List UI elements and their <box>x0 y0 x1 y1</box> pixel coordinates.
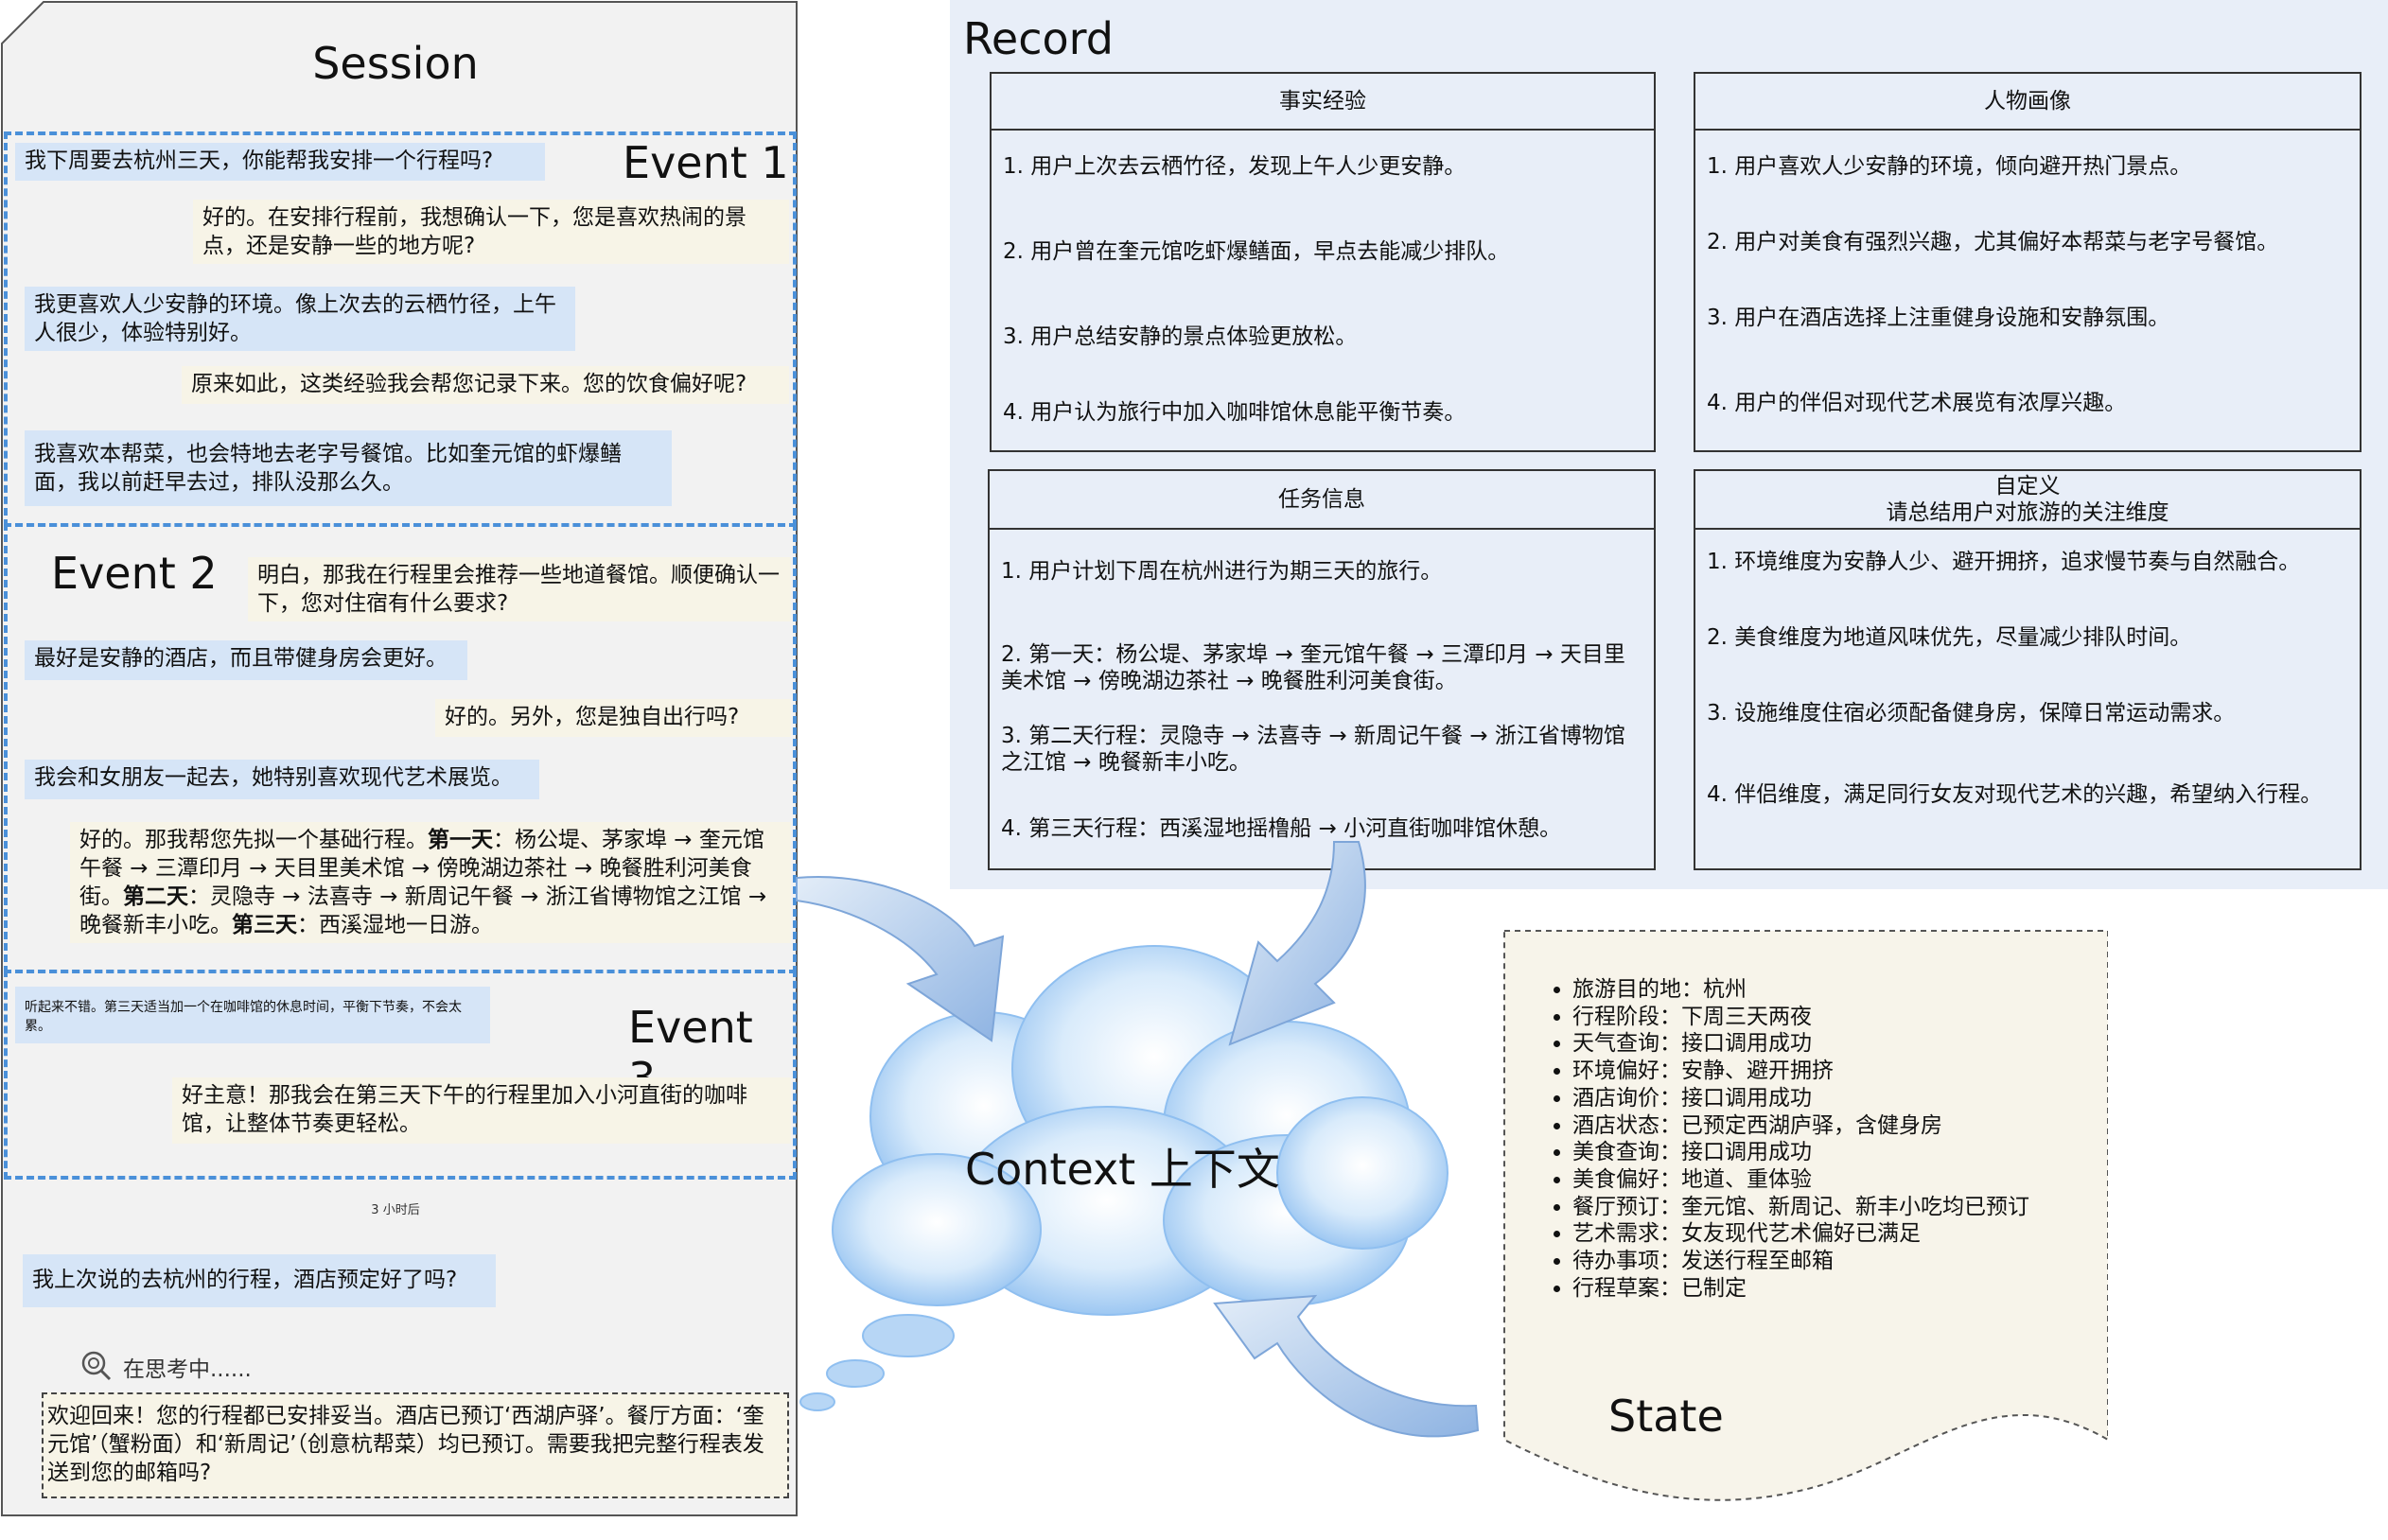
task-item-2: 2. 第一天：杨公堤、茅家埠 → 奎元馆午餐 → 三潭印月 → 天目里美术馆 →… <box>1001 642 1625 693</box>
final-reply: 欢迎回来！您的行程都已安排妥当。酒店已预订‘西湖庐驿’。餐厅方面：‘奎元馆’（蟹… <box>42 1392 789 1498</box>
persona-item-3: 3. 用户在酒店选择上注重健身设施和安静氛围。 <box>1707 306 2170 330</box>
state-item: 旅游目的地：杭州 <box>1572 976 2029 1004</box>
day-2-text: ：灵隐寺 → 法喜寺 → 新周记午餐 → 浙江省博物馆之江馆 → 晚餐新丰小吃。 <box>79 884 767 937</box>
event-2-message-5: 好的。那我帮您先拟一个基础行程。第一天：杨公堤、茅家埠 → 奎元馆午餐 → 三潭… <box>70 822 791 943</box>
persona-item-2: 2. 用户对美食有强烈兴趣，尤其偏好本帮菜与老字号餐馆。 <box>1707 230 2279 254</box>
session-panel: Session Event 1 我下周要去杭州三天，你能帮我安排一个行程吗? 好… <box>0 0 802 1521</box>
event-1-message-5: 我喜欢本帮菜，也会特地去老字号餐馆。比如奎元馆的虾爆鳝面，我以前赶早去过，排队没… <box>25 430 672 506</box>
facts-item-3: 3. 用户总结安静的景点体验更放松。 <box>1003 324 1358 349</box>
state-panel-shape <box>1503 930 2108 1501</box>
event-1-message-4: 原来如此，这类经验我会帮您记录下来。您的饮食偏好呢? <box>182 366 789 404</box>
task-item-1: 1. 用户计划下周在杭州进行为期三天的旅行。 <box>1001 559 1443 584</box>
event-1-message-3: 我更喜欢人少安静的环境。像上次去的云栖竹径，上午人很少，体验特别好。 <box>25 287 575 351</box>
persona-item-1: 1. 用户喜欢人少安静的环境，倾向避开热门景点。 <box>1707 154 2192 179</box>
context-label: Context 上下文 <box>965 1144 1280 1195</box>
event-2-message-1: 明白，那我在行程里会推荐一些地道餐馆。顺便确认一下，您对住宿有什么要求? <box>248 557 791 621</box>
day-3-label: 第三天 <box>232 913 297 937</box>
custom-item-3: 3. 设施维度住宿必须配备健身房，保障日常运动需求。 <box>1707 701 2236 726</box>
followup-message: 我上次说的去杭州的行程，酒店预定好了吗? <box>23 1254 496 1307</box>
state-list: 旅游目的地：杭州 行程阶段：下周三天两夜 天气查询：接口调用成功 环境偏好：安静… <box>1540 976 2029 1302</box>
facts-card-title: 事实经验 <box>992 74 1654 131</box>
time-divider: 3 小时后 <box>371 1203 420 1217</box>
state-item: 美食查询：接口调用成功 <box>1572 1139 2029 1166</box>
record-panel: Record 事实经验 1. 用户上次去云栖竹径，发现上午人少更安静。 2. 用… <box>950 0 2388 889</box>
event-1-box: Event 1 我下周要去杭州三天，你能帮我安排一个行程吗? 好的。在安排行程前… <box>4 131 797 527</box>
event-3-message-2: 好主意！那我会在第三天下午的行程里加入小河直街的咖啡馆，让整体节奏更轻松。 <box>172 1077 791 1144</box>
facts-item-1: 1. 用户上次去云栖竹径，发现上午人少更安静。 <box>1003 154 1466 179</box>
custom-item-1: 1. 环境维度为安静人少、避开拥挤，追求慢节奏与自然融合。 <box>1707 550 2301 574</box>
task-card-title: 任务信息 <box>990 471 1654 530</box>
record-title: Record <box>963 13 1114 64</box>
state-item: 待办事项：发送行程至邮箱 <box>1572 1248 2029 1275</box>
state-item: 环境偏好：安静、避开拥挤 <box>1572 1058 2029 1085</box>
state-item: 餐厅预订：奎元馆、新周记、新丰小吃均已预订 <box>1572 1194 2029 1221</box>
event-2-message-4: 我会和女朋友一起去，她特别喜欢现代艺术展览。 <box>25 760 539 799</box>
event-3-message-1: 听起来不错。第三天适当加一个在咖啡馆的休息时间，平衡下节奏，不会太累。 <box>15 987 490 1043</box>
context-cloud <box>832 945 1449 1316</box>
task-item-4: 4. 第三天行程：西溪湿地摇橹船 → 小河直街咖啡馆休憩。 <box>1001 816 1562 841</box>
day-2-label: 第二天 <box>123 884 188 909</box>
state-item: 酒店状态：已预定西湖庐驿，含健身房 <box>1572 1112 2029 1140</box>
itinerary-intro: 好的。那我帮您先拟一个基础行程。 <box>79 828 428 852</box>
state-item: 美食偏好：地道、重体验 <box>1572 1166 2029 1194</box>
state-item: 行程草案：已制定 <box>1572 1275 2029 1303</box>
persona-item-4: 4. 用户的伴侣对现代艺术展览有浓厚兴趣。 <box>1707 391 2127 415</box>
state-item: 艺术需求：女友现代艺术偏好已满足 <box>1572 1220 2029 1248</box>
task-item-3: 3. 第二天行程：灵隐寺 → 法喜寺 → 新周记午餐 → 浙江省博物馆之江馆 →… <box>1001 724 1625 775</box>
event-3-box: Event 3 听起来不错。第三天适当加一个在咖啡馆的休息时间，平衡下节奏，不会… <box>4 970 797 1180</box>
persona-card-title: 人物画像 <box>1695 74 2360 131</box>
state-item: 行程阶段：下周三天两夜 <box>1572 1004 2029 1031</box>
thinking-text: 在思考中...... <box>123 1357 252 1382</box>
custom-item-2: 2. 美食维度为地道风味优先，尽量减少排队时间。 <box>1707 625 2192 650</box>
day-3-text: ：西溪湿地一日游。 <box>297 913 493 937</box>
custom-card: 自定义 请总结用户对旅游的关注维度 1. 环境维度为安静人少、避开拥挤，追求慢节… <box>1694 469 2362 870</box>
facts-item-2: 2. 用户曾在奎元馆吃虾爆鳝面，早点去能减少排队。 <box>1003 239 1510 264</box>
thought-bubble-large <box>862 1314 955 1357</box>
event-2-box: Event 2 明白，那我在行程里会推荐一些地道餐馆。顺便确认一下，您对住宿有什… <box>4 523 797 973</box>
event-2-message-2: 最好是安静的酒店，而且带健身房会更好。 <box>25 640 467 680</box>
custom-item-4: 4. 伴侣维度，满足同行女友对现代艺术的兴趣，希望纳入行程。 <box>1707 782 2323 807</box>
event-1-label: Event 1 <box>623 137 789 188</box>
custom-card-subtitle: 请总结用户对旅游的关注维度 <box>1886 500 2169 525</box>
state-item: 酒店询价：接口调用成功 <box>1572 1085 2029 1112</box>
state-item: 天气查询：接口调用成功 <box>1572 1030 2029 1058</box>
thought-bubble-small <box>799 1392 835 1411</box>
state-label: State <box>1608 1391 1724 1442</box>
thought-bubble-medium <box>826 1359 885 1388</box>
persona-card: 人物画像 1. 用户喜欢人少安静的环境，倾向避开热门景点。 2. 用户对美食有强… <box>1694 72 2362 452</box>
event-2-message-3: 好的。另外，您是独自出行吗? <box>435 699 791 737</box>
facts-item-4: 4. 用户认为旅行中加入咖啡馆休息能平衡节奏。 <box>1003 400 1466 425</box>
thinking-icon <box>81 1351 112 1381</box>
event-1-message-1: 我下周要去杭州三天，你能帮我安排一个行程吗? <box>15 143 545 181</box>
task-card: 任务信息 1. 用户计划下周在杭州进行为期三天的旅行。 2. 第一天：杨公堤、茅… <box>988 469 1656 870</box>
facts-card: 事实经验 1. 用户上次去云栖竹径，发现上午人少更安静。 2. 用户曾在奎元馆吃… <box>990 72 1656 452</box>
custom-card-header: 自定义 请总结用户对旅游的关注维度 <box>1695 471 2360 530</box>
day-1-text: ：杨公堤、茅家埠 → 奎元馆午餐 → 三潭印月 → 天目里美术馆 → 傍晚湖边茶… <box>79 828 764 909</box>
session-title: Session <box>312 38 479 89</box>
day-1-label: 第一天 <box>428 828 493 852</box>
custom-card-title: 自定义 <box>1994 474 2061 499</box>
event-2-label: Event 2 <box>51 548 218 599</box>
context-cloud-shape <box>799 945 1449 1411</box>
context-area: Context 上下文 <box>795 832 1476 1419</box>
event-1-message-2: 好的。在安排行程前，我想确认一下，您是喜欢热闹的景点，还是安静一些的地方呢? <box>193 200 789 264</box>
state-panel: 旅游目的地：杭州 行程阶段：下周三天两夜 天气查询：接口调用成功 环境偏好：安静… <box>1502 929 2108 1515</box>
